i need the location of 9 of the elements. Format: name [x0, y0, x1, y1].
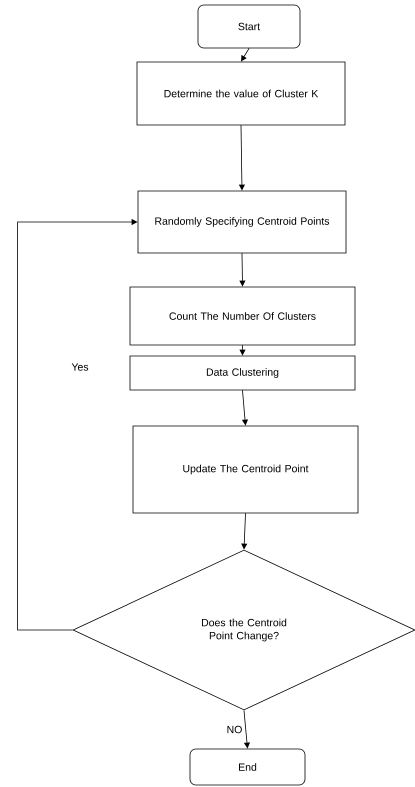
terminal-box: End	[190, 748, 306, 786]
edge-label: NO	[227, 726, 242, 734]
note-label: Yes	[72, 363, 88, 371]
process-box: Count The Number Of Clusters	[130, 286, 356, 346]
process-box: Data Clustering	[130, 356, 356, 390]
process-box: Update The Centroid Point	[132, 426, 358, 514]
process-box: Randomly Specifying Centroid Points	[138, 190, 346, 254]
terminal-box: Start	[198, 4, 300, 48]
process-box: Determine the value of Cluster K	[136, 62, 346, 126]
